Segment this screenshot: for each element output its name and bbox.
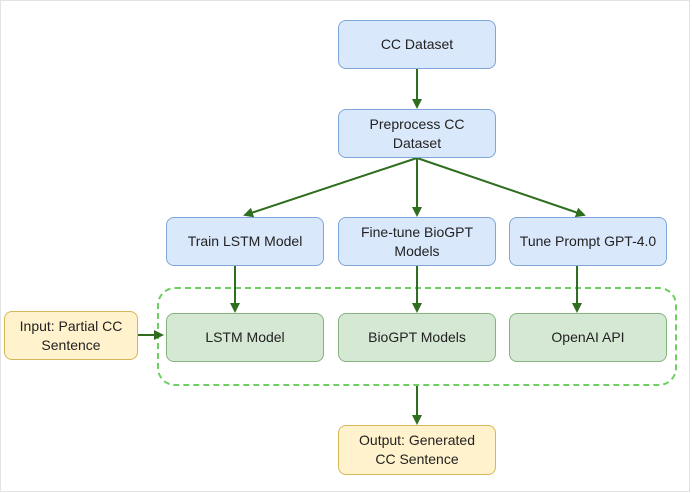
biogpt-models-node[interactable]: BioGPT Models [338,313,496,362]
output-label: Output: Generated CC Sentence [359,432,475,467]
tune-prompt-label: Tune Prompt GPT-4.0 [519,233,657,249]
finetune-biogpt-node[interactable]: Fine-tune BioGPT Models [338,217,496,266]
finetune-biogpt-label: Fine-tune BioGPT Models [360,223,474,259]
preprocess-label: Preprocess CC Dataset [369,115,465,151]
cc-dataset-node[interactable]: CC Dataset [338,20,496,69]
lstm-model-node[interactable]: LSTM Model [166,313,324,362]
openai-api-label: OpenAI API [551,329,625,345]
train-lstm-node[interactable]: Train LSTM Model [166,217,324,266]
lstm-model-label: LSTM Model [205,329,285,345]
input-label: Input: Partial CC Sentence [19,317,123,353]
biogpt-models-label: BioGPT Models [368,329,466,345]
train-lstm-label: Train LSTM Model [187,233,303,249]
preprocess-node[interactable]: Preprocess CC Dataset [338,109,496,158]
input-node[interactable]: Input: Partial CC Sentence [4,311,138,360]
output-node[interactable]: Output: Generated CC Sentence [338,425,496,475]
openai-api-node[interactable]: OpenAI API [509,313,667,362]
cc-dataset-label: CC Dataset [380,36,454,52]
tune-prompt-node[interactable]: Tune Prompt GPT-4.0 [509,217,667,266]
arrow-preprocess-to-train-lstm [243,157,418,218]
arrow-preprocess-to-tune-prompt [416,157,586,218]
